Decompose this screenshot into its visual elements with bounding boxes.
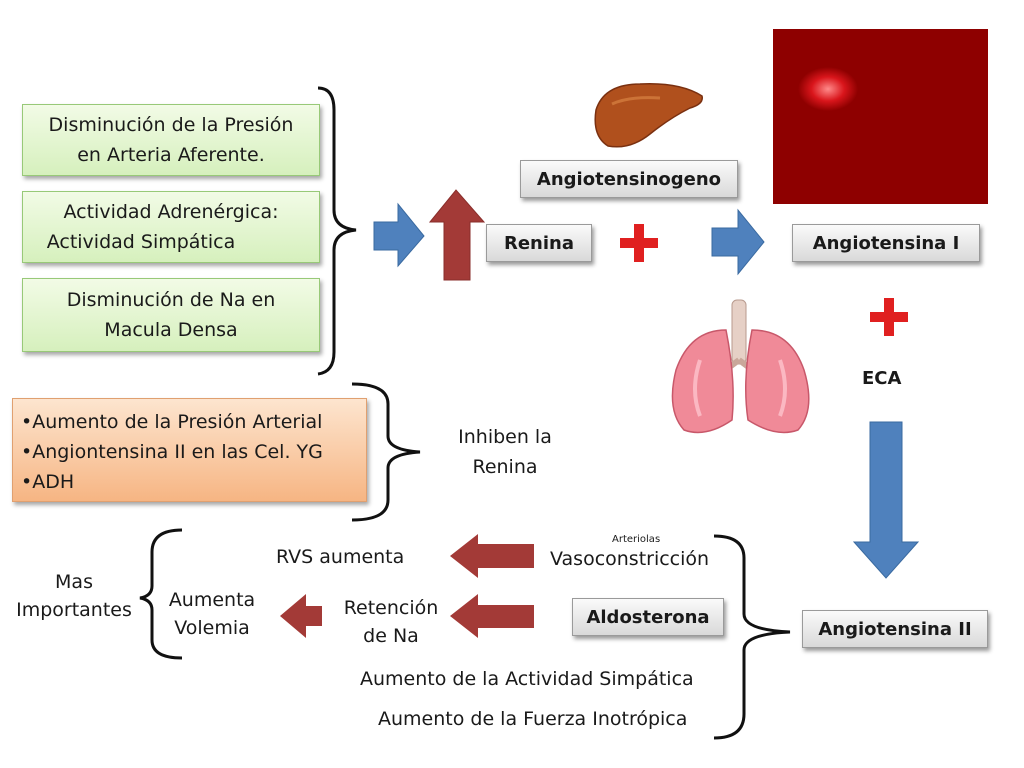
vasoconstriccion-label: Vasoconstricción (550, 548, 710, 570)
inhibitors-bracket (351, 382, 421, 522)
inotropica-effect-label: Aumento de la Fuerza Inotrópica (378, 708, 688, 730)
inhibitors-box: •Aumento de la Presión Arterial •Angiont… (12, 398, 367, 502)
red-up-arrow (428, 189, 486, 281)
red-blood-cells-image (773, 29, 988, 204)
red-arrow-volemia (280, 594, 322, 638)
simpatica-effect-label: Aumento de la Actividad Simpática (360, 668, 694, 690)
inhibitor-item: •Aumento de la Presión Arterial (21, 411, 323, 433)
cause-text: Disminución de Na en (66, 289, 276, 311)
cause-box-simpatica: Actividad Adrenérgica: Actividad Simpátic… (22, 191, 320, 263)
cause-text: en Arteria Aferente. (77, 144, 265, 166)
cause-text: Macula Densa (104, 319, 238, 341)
blue-arrow-to-renina (373, 202, 425, 268)
aldosterona-box: Aldosterona (572, 598, 724, 636)
cause-box-presion: Disminución de la Presión en Arteria Afer… (22, 104, 320, 176)
blue-down-arrow (852, 421, 920, 579)
importantes-bracket (139, 528, 183, 660)
eca-label: ECA (862, 368, 902, 389)
angiotensinogeno-box: Angiotensinogeno (520, 160, 738, 198)
lungs-icon (671, 299, 810, 434)
rvs-label: RVS aumenta (276, 546, 405, 568)
inhibitor-item: •Angiontensina II en las Cel. YG (21, 441, 323, 463)
plus-icon (870, 298, 908, 336)
angiotensina-1-box: Angiotensina I (792, 224, 980, 262)
red-arrow-retencion (450, 594, 534, 638)
plus-icon (620, 224, 658, 262)
red-arrow-rvs (450, 534, 534, 578)
causes-bracket (317, 86, 357, 376)
effects-bracket (713, 534, 791, 740)
cause-text: Actividad Adrenérgica: (63, 201, 279, 223)
cause-box-macula: Disminución de Na en Macula Densa (22, 278, 320, 352)
blue-arrow-to-angiotensina-1 (711, 208, 765, 276)
renina-box: Renina (486, 224, 592, 262)
angiotensina-2-box: Angiotensina II (802, 610, 988, 648)
inhibitor-item: •ADH (21, 471, 75, 493)
cause-text: Actividad Simpática (46, 231, 236, 253)
arteriolas-label: Arteriolas (612, 534, 661, 545)
liver-icon (594, 83, 703, 148)
cause-text: Disminución de la Presión (48, 114, 294, 136)
